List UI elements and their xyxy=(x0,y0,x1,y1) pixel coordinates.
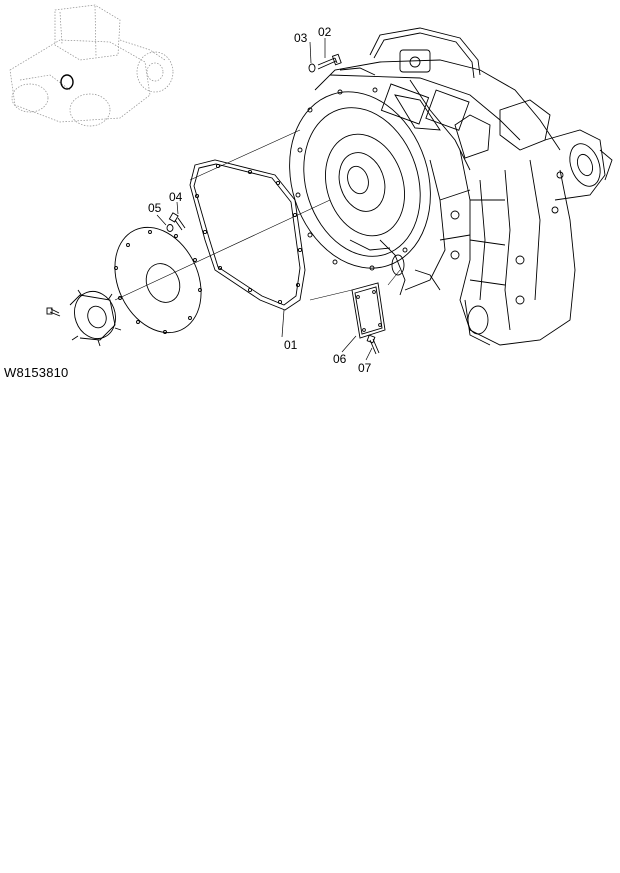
callout-04: 04 xyxy=(169,190,183,204)
part-03-washer xyxy=(308,63,316,73)
part-06-cover-plate xyxy=(351,282,386,339)
figure-id: W8153810 xyxy=(4,365,69,380)
machine-context-view xyxy=(9,4,174,127)
alignment-lines xyxy=(114,129,401,301)
callout-05: 05 xyxy=(148,201,162,215)
callout-03: 03 xyxy=(294,31,308,45)
part-02-bolt xyxy=(317,53,342,70)
context-highlight-ring xyxy=(60,74,74,90)
callout-06: 06 xyxy=(333,352,347,366)
part-05-washer xyxy=(166,224,174,232)
part-01-gasket xyxy=(189,159,306,311)
drive-hub xyxy=(46,289,122,347)
callout-01: 01 xyxy=(284,338,298,352)
callout-07: 07 xyxy=(358,361,372,375)
callout-leaders xyxy=(156,38,373,361)
transmission-assembly xyxy=(289,27,613,346)
callout-02: 02 xyxy=(318,25,332,39)
part-04-bolt xyxy=(168,212,186,231)
part-07-bolt xyxy=(366,334,380,355)
